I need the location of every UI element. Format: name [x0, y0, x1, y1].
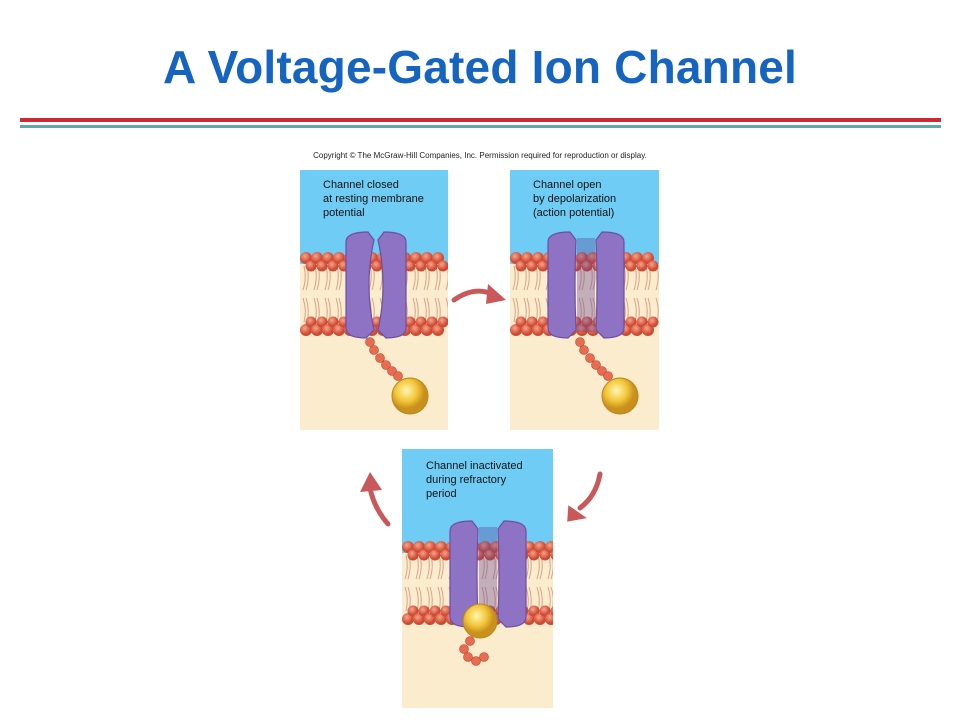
lipid-head: [327, 260, 339, 272]
inactivation-chain-bead: [369, 345, 379, 355]
lipid-head: [550, 550, 553, 560]
lipid-head: [429, 549, 441, 561]
lipid-head: [327, 316, 339, 328]
inactivation-chain-bead: [579, 345, 589, 355]
channel-pore: [577, 238, 595, 332]
lipid-head: [484, 549, 496, 561]
lipid-head: [528, 549, 540, 561]
label-line: Channel inactivated: [426, 460, 523, 472]
inactivation-ball: [391, 377, 429, 415]
inactivation-ball: [601, 377, 639, 415]
lipid-head: [418, 605, 430, 617]
lipid-head: [526, 260, 538, 272]
inactivation-chain-bead: [471, 656, 481, 666]
lipid-head: [316, 316, 328, 328]
lipid-head: [539, 605, 551, 617]
lipid-head: [426, 316, 438, 328]
lipid-head: [316, 260, 328, 272]
lipid-head: [404, 260, 416, 272]
panel-label-open: Channel open by depolarization (action p…: [533, 178, 616, 220]
panel-channel-closed: Channel closed at resting membrane poten…: [300, 170, 448, 430]
lipid-head: [440, 605, 452, 617]
lipid-head: [429, 605, 441, 617]
lipid-head: [539, 549, 551, 561]
channel-subunit-right: [497, 520, 527, 628]
inactivation-ball: [462, 603, 498, 639]
lipid-head: [537, 316, 549, 328]
inactivation-chain-bead: [591, 360, 601, 370]
lipid-head: [581, 260, 593, 272]
lipid-head: [415, 316, 427, 328]
lipid-head: [305, 260, 317, 272]
label-line: Channel open: [533, 179, 602, 191]
panel-channel-inactivated: Channel inactivated during refractory pe…: [402, 449, 553, 708]
channel-subunit-right: [377, 231, 407, 339]
arrow-closed-to-open-icon: [451, 284, 506, 304]
lipid-head: [515, 260, 527, 272]
inactivation-chain-bead: [575, 337, 585, 347]
channel-subunit-right: [595, 231, 625, 339]
lipid-head: [526, 316, 538, 328]
lipid-head: [407, 605, 419, 617]
inactivation-chain-bead: [459, 644, 469, 654]
lipid-head: [404, 316, 416, 328]
inactivation-chain-bead: [465, 636, 475, 646]
lipid-head: [636, 260, 648, 272]
lipid-head: [647, 316, 659, 328]
panel-label-closed: Channel closed at resting membrane poten…: [323, 178, 424, 220]
page-title: A Voltage-Gated Ion Channel: [162, 41, 798, 93]
lipid-head: [581, 316, 593, 328]
label-line: by depolarization: [533, 193, 617, 205]
inactivation-chain-bead: [365, 337, 375, 347]
channel-pore: [479, 527, 497, 621]
inactivation-chain-bead: [479, 652, 489, 662]
inactivation-chain-bead: [375, 353, 385, 363]
channel-closed-illustration: [300, 170, 448, 430]
lipid-head: [636, 316, 648, 328]
title-divider-red: [20, 118, 941, 122]
lipid-head: [418, 549, 430, 561]
lipid-head: [426, 260, 438, 272]
arrow-inactivated-to-closed-icon: [360, 472, 391, 527]
lipid-head: [440, 549, 452, 561]
inactivation-chain-bead: [393, 371, 403, 381]
lipid-head: [515, 316, 527, 328]
lipid-head: [625, 316, 637, 328]
panel-channel-open: Channel open by depolarization (action p…: [510, 170, 659, 430]
inactivation-chain-bead: [603, 371, 613, 381]
lipid-head: [625, 260, 637, 272]
inactivation-chain-bead: [463, 652, 473, 662]
lipid-head: [415, 260, 427, 272]
inactivation-chain-bead: [381, 360, 391, 370]
label-line: at resting membrane: [323, 193, 424, 205]
lipid-head: [647, 260, 659, 272]
lipid-head: [437, 260, 448, 272]
lipid-head: [550, 606, 553, 616]
label-line: (action potential): [533, 207, 615, 219]
channel-inactivated-illustration: [402, 449, 553, 708]
inactivation-chain-bead: [585, 353, 595, 363]
lipid-head: [437, 316, 448, 328]
lipid-head: [545, 541, 553, 553]
label-line: Channel closed: [323, 179, 399, 191]
lipid-head: [545, 613, 553, 625]
channel-subunit-left: [345, 231, 375, 339]
lipid-head: [528, 605, 540, 617]
copyright-notice: Copyright © The McGraw-Hill Companies, I…: [313, 151, 647, 160]
label-line: during refractory: [426, 474, 507, 486]
title-divider-teal: [20, 125, 941, 128]
extracellular-fluid: [510, 170, 659, 264]
channel-subunit-left: [547, 231, 577, 339]
lipid-head: [407, 549, 419, 561]
arrow-open-to-inactivated-icon: [567, 471, 603, 522]
panel-label-inactivated: Channel inactivated during refractory pe…: [426, 459, 523, 501]
lipid-head: [305, 316, 317, 328]
channel-subunit-left: [449, 520, 479, 628]
lipid-head: [371, 260, 383, 272]
channel-open-illustration: [510, 170, 659, 430]
extracellular-fluid: [300, 170, 448, 264]
lipid-head: [537, 260, 549, 272]
label-line: period: [426, 488, 457, 500]
label-line: potential: [323, 207, 365, 219]
